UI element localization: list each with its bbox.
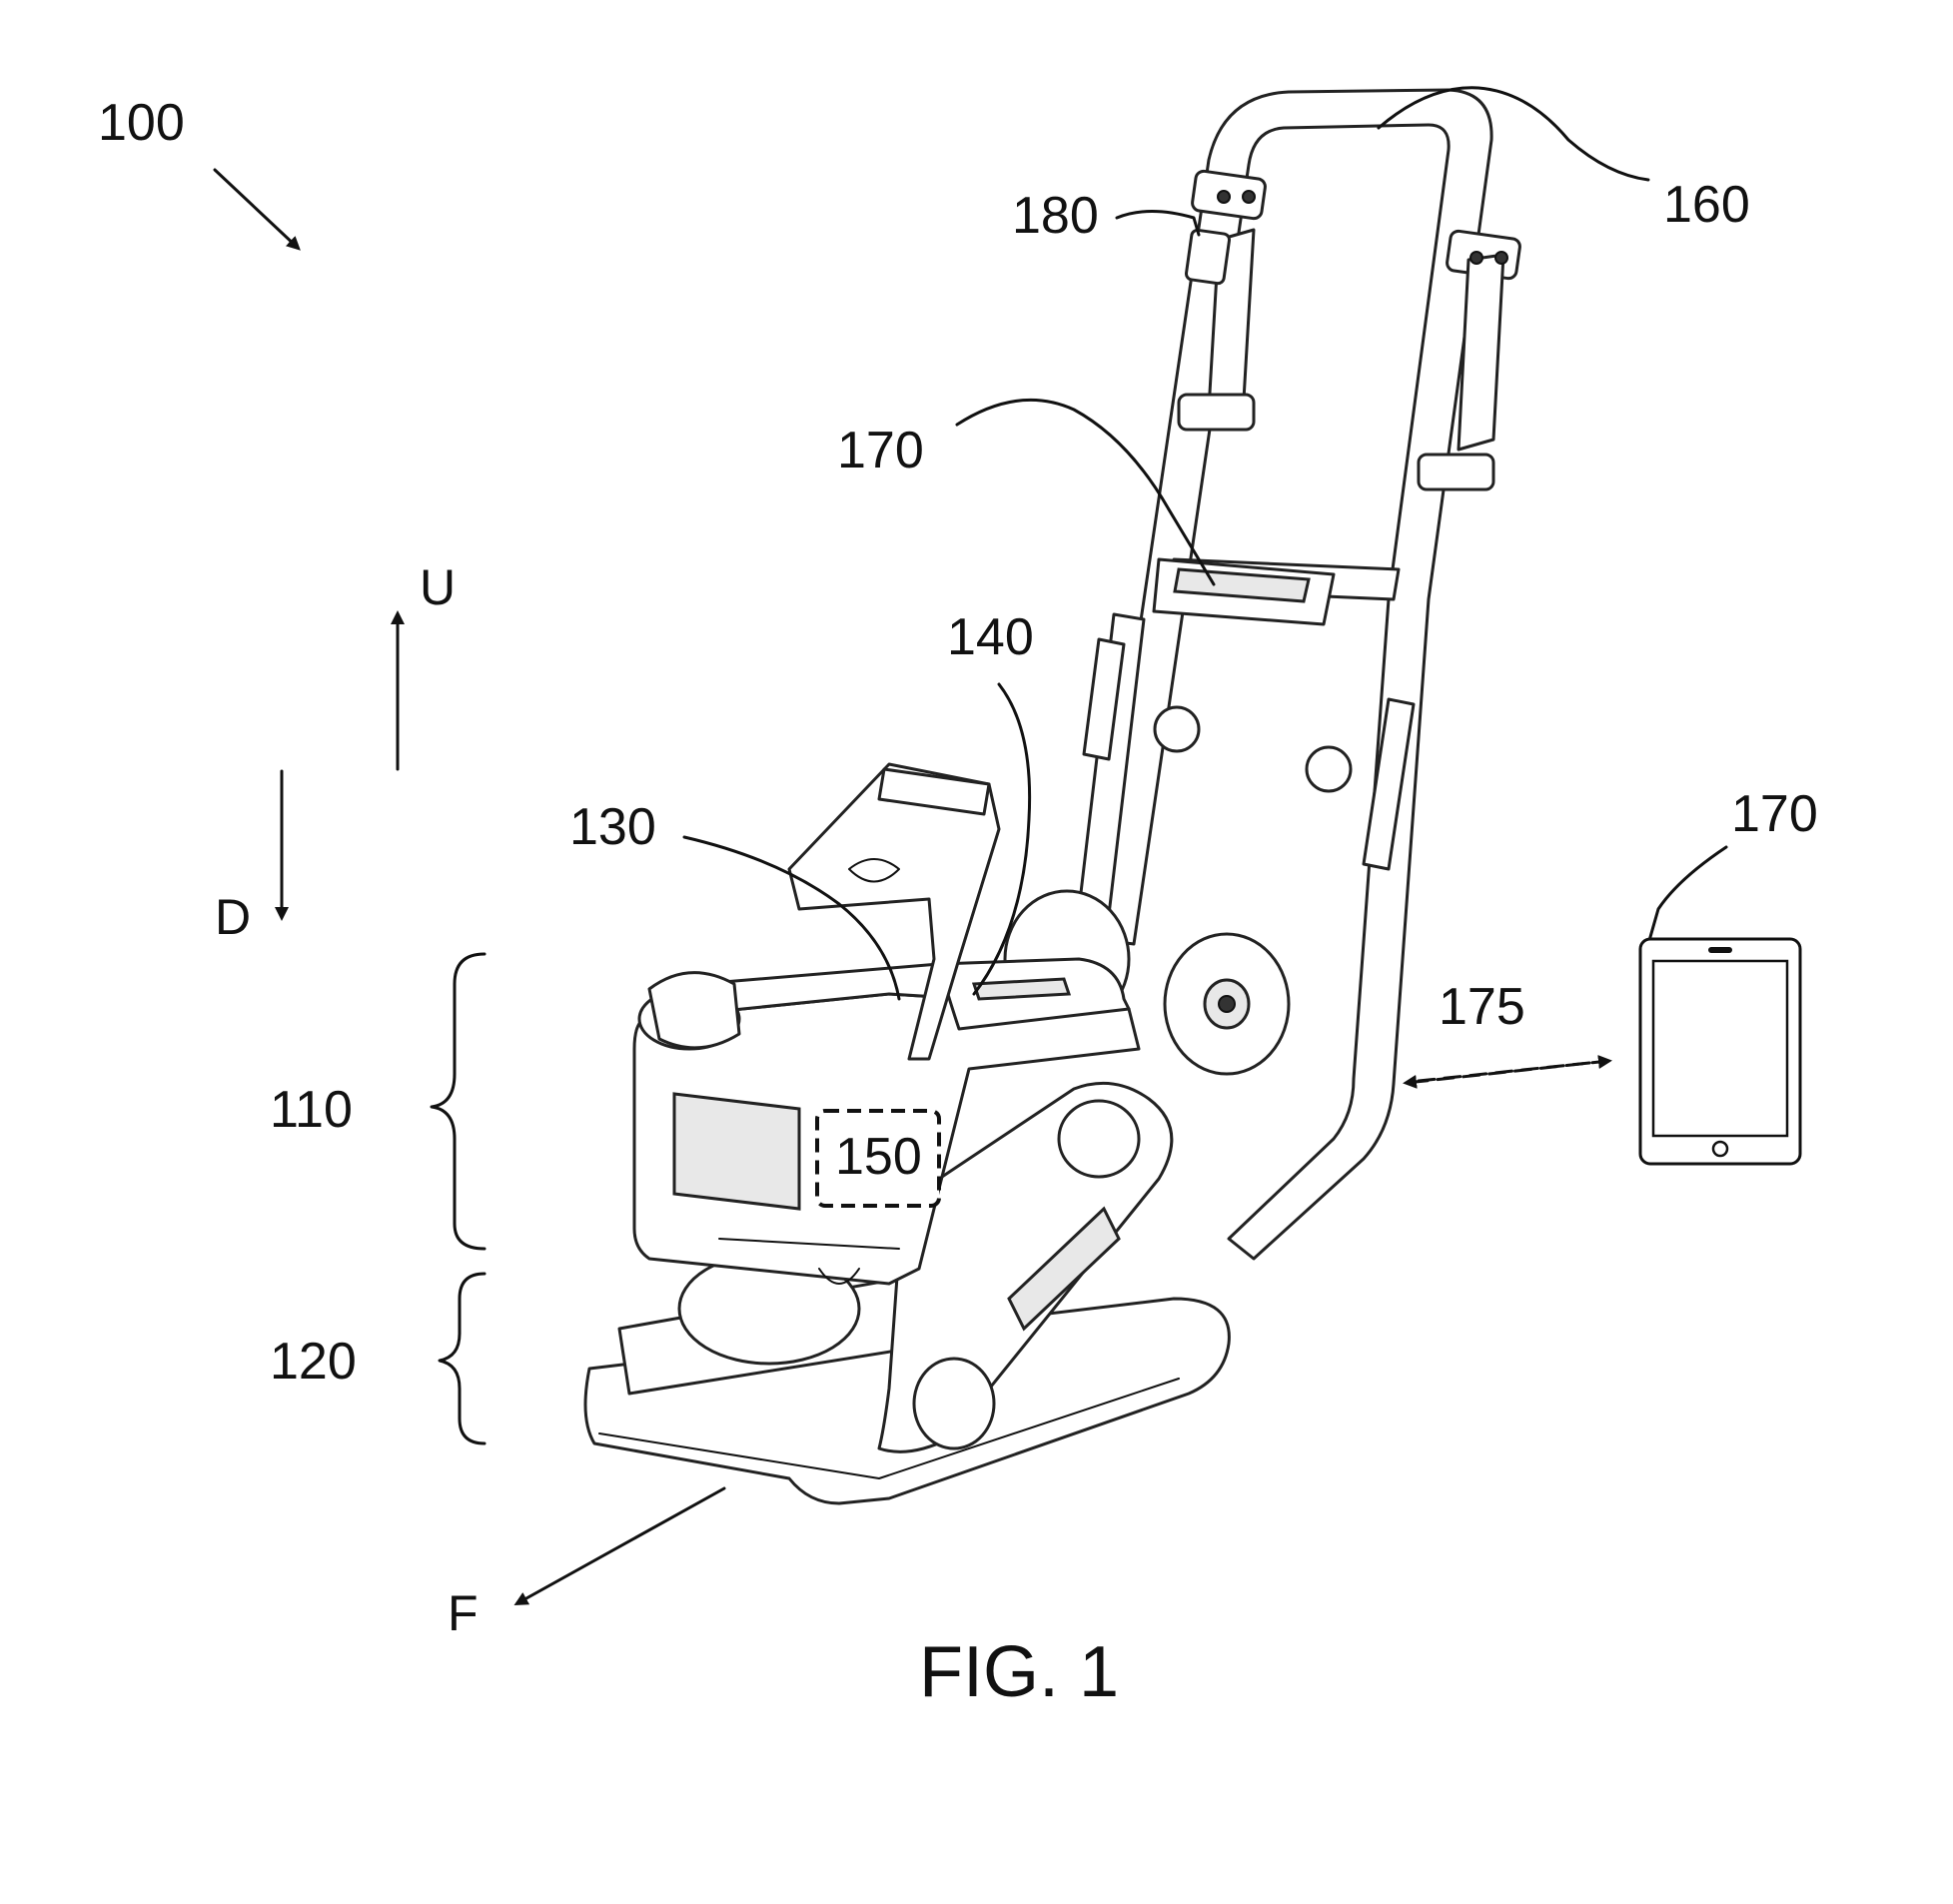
direction-down-label: D <box>215 889 251 945</box>
controller-150-box <box>815 1109 941 1208</box>
handle-grip-left <box>1082 637 1126 761</box>
leader-180 <box>1115 210 1201 237</box>
label-160: 160 <box>1663 176 1750 234</box>
brace-110 <box>430 952 487 1251</box>
label-130: 130 <box>569 798 656 856</box>
direction-up-label: U <box>420 559 456 615</box>
handle-grip-right <box>1362 697 1416 871</box>
label-170-tablet: 170 <box>1731 785 1818 843</box>
wireless-link-arrow-in <box>1403 1059 1610 1089</box>
label-140: 140 <box>947 608 1034 666</box>
arrow-100 <box>213 168 301 251</box>
leader-170-tablet <box>1646 845 1728 946</box>
sensor-180-box <box>1184 228 1232 286</box>
knob-left <box>1153 705 1201 753</box>
tablet-icon <box>1638 937 1802 1166</box>
arrow-forward <box>513 1486 726 1605</box>
direction-forward-label: F <box>448 1585 479 1641</box>
clamp-mid-right <box>1417 453 1495 491</box>
leader-140 <box>972 682 1032 996</box>
label-120: 120 <box>270 1333 357 1391</box>
leader-160 <box>1377 86 1650 182</box>
brace-120 <box>438 1272 487 1445</box>
handle-frame <box>1092 88 1493 1261</box>
engine-window <box>672 1092 801 1211</box>
label-175: 175 <box>1439 978 1525 1036</box>
leader-170-handle <box>955 398 1216 586</box>
engine-hood <box>787 762 1001 1061</box>
label-110: 110 <box>270 1081 353 1139</box>
hinge-right <box>1457 253 1505 452</box>
leader-130 <box>682 835 901 1001</box>
brand-logo-icon <box>848 858 900 883</box>
knob-right <box>1305 745 1353 793</box>
label-180: 180 <box>1012 187 1099 245</box>
pulley-upper <box>1057 1099 1141 1179</box>
plate-compactor-drawing <box>583 88 1521 1505</box>
clamp-mid-left <box>1177 393 1256 432</box>
pulley-lower <box>912 1357 996 1450</box>
label-100: 100 <box>98 94 185 152</box>
label-170-handle: 170 <box>837 422 924 479</box>
label-150: 150 <box>835 1128 922 1186</box>
figure-caption: FIG. 1 <box>919 1632 1119 1712</box>
